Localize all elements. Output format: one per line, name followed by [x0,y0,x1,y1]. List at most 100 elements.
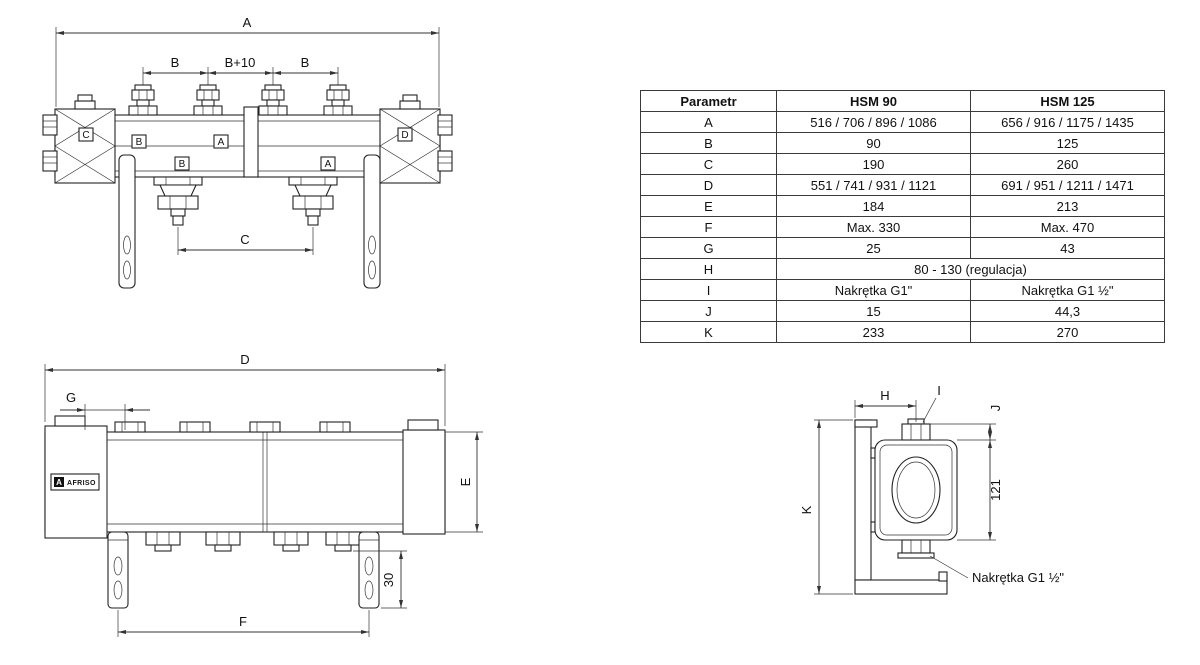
pump-union-right [288,176,338,226]
dim-label-121: 121 [988,479,1003,501]
table-row-b: B 90 125 [640,132,1165,154]
table-row-c: C 190 260 [640,153,1165,175]
pump-union-left [153,176,203,226]
dimension-121: 121 [957,439,1003,541]
top-ports [54,415,439,433]
dim-label-f: F [239,614,247,629]
dim-label-g: G [66,390,76,405]
table-cell: 260 [970,153,1165,175]
dimension-h: H [854,388,917,422]
top-valve-2 [193,84,223,116]
dim-label-j: J [988,405,1003,412]
dimension-table: Parametr HSM 90 HSM 125 A 516 / 706 / 89… [640,90,1165,343]
dim-label-b-left: B [171,55,180,70]
table-cell: A [640,111,777,133]
table-cell: 233 [776,321,971,343]
table-cell: 184 [776,195,971,217]
table-row-i: I Nakrętka G1" Nakrętka G1 ½" [640,279,1165,301]
top-valve-4 [323,84,353,116]
table-cell: Max. 470 [970,216,1165,238]
table-cell: F [640,216,777,238]
table-row-g: G 25 43 [640,237,1165,259]
afriso-logo-mark-box [54,477,64,487]
dimension-offset-30: 30 [353,550,407,609]
dimension-j: J [930,405,1003,440]
mounting-bracket-right-top [358,531,380,609]
table-cell: Nakrętka G1 ½" [970,279,1165,301]
table-row-d: D 551 / 741 / 931 / 1121 691 / 951 / 121… [640,174,1165,196]
table-cell: 44,3 [970,300,1165,322]
table-cell: 15 [776,300,971,322]
dim-label-b-right: B [301,55,310,70]
dimension-k: K [799,419,853,595]
afriso-logo-mark: A [56,478,62,487]
dim-label-d: D [240,352,249,367]
dim-label-offset: 30 [381,573,396,587]
table-cell: 125 [970,132,1165,154]
mounting-bracket-left [118,154,136,289]
dimension-e: E [445,431,483,533]
table-row-j: J 15 44,3 [640,300,1165,322]
dim-label-h: H [880,388,889,403]
wall-bracket [854,419,948,595]
dimension-a: A [55,15,440,107]
table-cell: K [640,321,777,343]
dim-label-e: E [458,477,473,486]
table-cell: D [640,174,777,196]
table-cell: H [640,258,777,280]
table-cell: G [640,237,777,259]
table-cell: I [640,279,777,301]
dimension-b-chain: B B+10 B [142,55,339,85]
mounting-bracket-right [363,154,381,289]
port-tag-b2: B [179,159,186,170]
bottom-nut [897,539,935,559]
top-valve-3 [258,84,288,116]
left-end-cap [42,108,116,184]
table-cell: 551 / 741 / 931 / 1121 [776,174,971,196]
port-tag-d: D [401,130,408,141]
table-cell: 516 / 706 / 896 / 1086 [776,111,971,133]
mounting-bracket-left-top [107,531,129,609]
table-cell: 656 / 916 / 1175 / 1435 [970,111,1165,133]
nut-callout-label: Nakrętka G1 ½" [972,570,1064,585]
table-row-e: E 184 213 [640,195,1165,217]
table-cell: Nakrętka G1" [776,279,971,301]
top-view-drawing: A AFRISO [44,352,483,637]
port-tag-c: C [82,130,89,141]
dimension-d: D [44,352,446,426]
table-header-parametr: Parametr [640,90,777,112]
side-view-drawing: H I J 121 K Nakrętka [799,383,1064,595]
nut-callout: Nakrętka G1 ½" [929,555,1064,585]
table-cell: 90 [776,132,971,154]
front-view-drawing: A B B+10 B C C B A [42,15,453,289]
table-row-a: A 516 / 706 / 896 / 1086 656 / 916 / 117… [640,111,1165,133]
dim-label-b-mid: B+10 [225,55,256,70]
table-cell: 213 [970,195,1165,217]
port-letter-tags: C B A B A D [78,127,413,171]
table-cell: 43 [970,237,1165,259]
dim-label-k: K [799,505,814,514]
manifold-side-body [874,439,958,541]
label-i: I [922,383,941,423]
port-tag-a2: A [325,159,332,170]
dim-label-i: I [937,383,941,398]
dimension-f: F [117,610,370,637]
table-cell: J [640,300,777,322]
bottom-ports [145,531,361,552]
table-cell: 25 [776,237,971,259]
table-cell: C [640,153,777,175]
manifold-body-top [44,425,446,539]
right-end-cap [379,108,453,184]
dim-label-c: C [240,232,249,247]
table-header-row: Parametr HSM 90 HSM 125 [640,90,1165,112]
dimension-g: G [60,390,150,430]
table-header-hsm90: HSM 90 [776,90,971,112]
table-cell: 190 [776,153,971,175]
end-valve-right [399,94,421,110]
dim-label-a: A [243,15,252,30]
port-tag-b1: B [136,137,143,148]
table-header-hsm125: HSM 125 [970,90,1165,112]
table-cell: 270 [970,321,1165,343]
table-cell: E [640,195,777,217]
